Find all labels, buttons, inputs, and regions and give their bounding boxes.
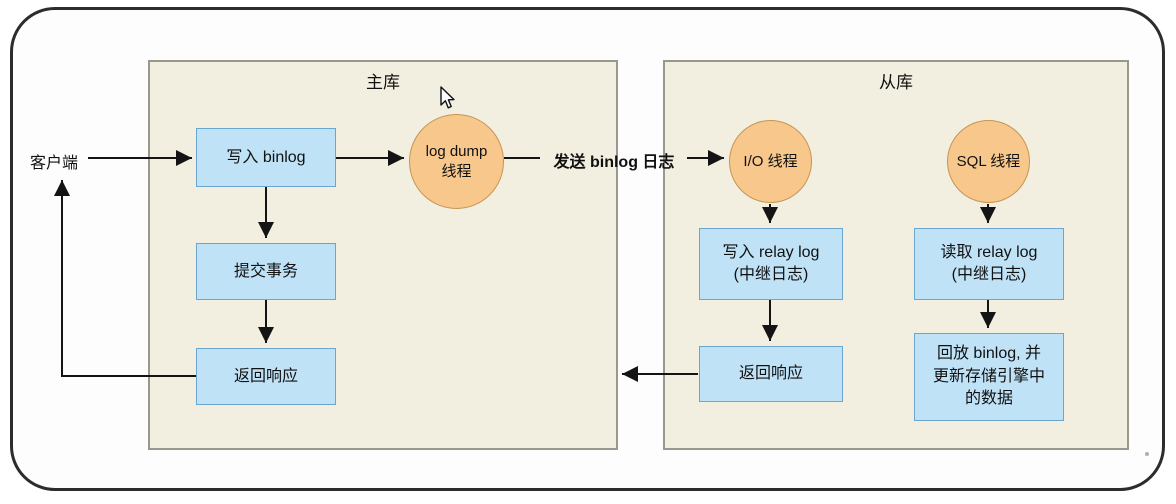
- send-binlog-label: 发送 binlog 日志: [553, 154, 675, 171]
- log-dump-thread-line2: 线程: [441, 162, 472, 180]
- write-relay-log-line2: (中继日志): [733, 266, 809, 283]
- node-replay-binlog: 回放 binlog, 并 更新存储引擎中 的数据: [914, 333, 1064, 421]
- mouse-cursor-icon: [440, 86, 455, 109]
- node-sql-thread: SQL 线程: [947, 120, 1030, 203]
- client-label: 客户端: [30, 155, 79, 172]
- node-read-relay-log: 读取 relay log (中继日志): [914, 228, 1064, 300]
- master-panel-title: 主库: [366, 73, 400, 92]
- node-log-dump-thread: log dump 线程: [409, 114, 504, 209]
- node-io-thread: I/O 线程: [729, 120, 812, 203]
- log-dump-thread-line1: log dump: [425, 143, 488, 160]
- read-relay-log-line2: (中继日志): [951, 266, 1027, 283]
- node-commit-transaction: 提交事务: [196, 243, 336, 300]
- artifact-speck: [1145, 452, 1149, 456]
- node-write-relay-log: 写入 relay log (中继日志): [699, 228, 843, 300]
- read-relay-log-line1: 读取 relay log: [940, 244, 1038, 262]
- write-relay-log-line1: 写入 relay log: [722, 244, 820, 262]
- replay-binlog-line1: 回放 binlog, 并: [936, 345, 1042, 363]
- slave-panel-title: 从库: [879, 73, 913, 92]
- replay-binlog-line2: 更新存储引擎中: [932, 367, 1045, 385]
- node-master-return-response: 返回响应: [196, 348, 336, 405]
- node-write-binlog: 写入 binlog: [196, 128, 336, 187]
- replay-binlog-line3: 的数据: [964, 390, 1013, 408]
- node-slave-return-response: 返回响应: [699, 346, 843, 402]
